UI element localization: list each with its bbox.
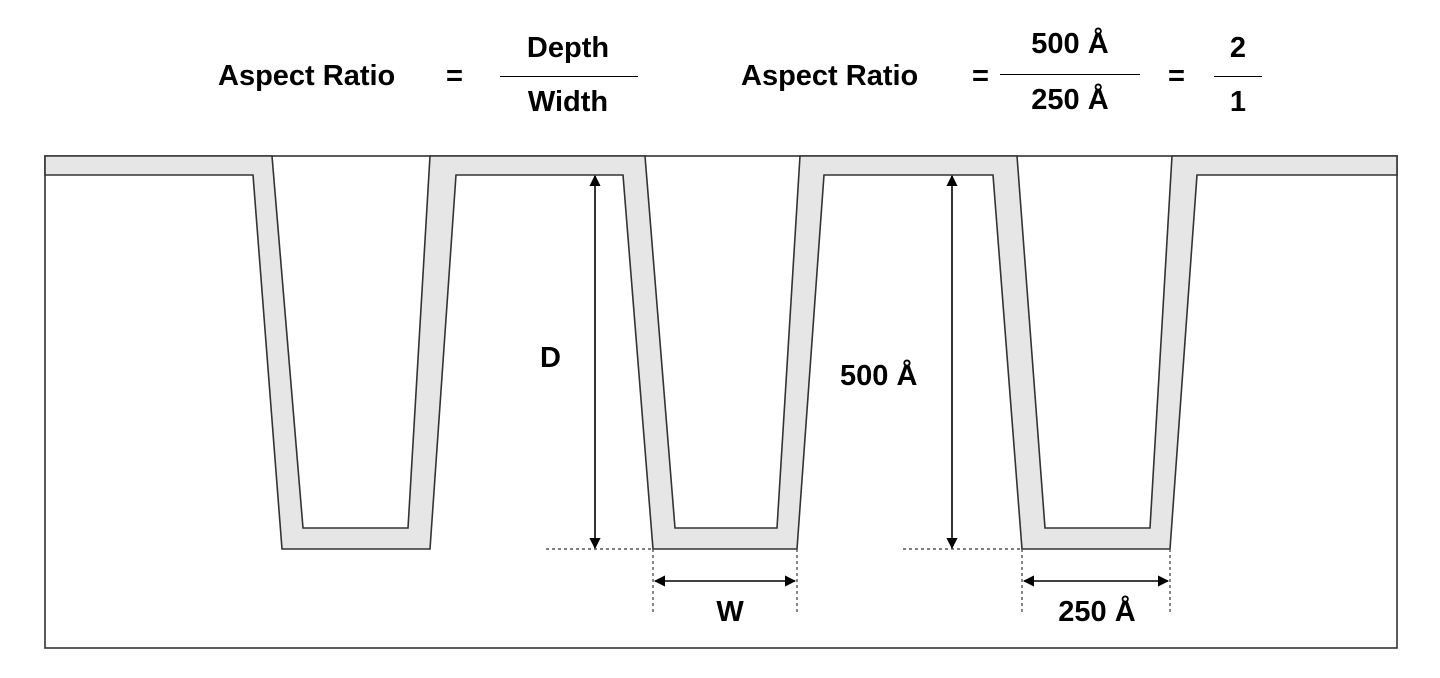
formula-right-label: Aspect Ratio	[741, 60, 919, 92]
width-value-label: 250 Å	[1058, 596, 1136, 628]
depth-value-label: 500 Å	[840, 360, 918, 392]
depth-symbol-label: D	[540, 342, 561, 374]
formula-right-result-bar	[1214, 76, 1262, 77]
formula-left-equals: =	[446, 60, 463, 92]
formula-right-numerator: 500 Å	[1031, 28, 1109, 60]
formula-right-equals-2: =	[1168, 60, 1185, 92]
formula-right-result-denominator: 1	[1229, 86, 1247, 118]
formula-right-fraction-bar	[1000, 74, 1140, 75]
substrate-outline	[44, 155, 1398, 649]
formula-right-equals-1: =	[972, 60, 989, 92]
width-symbol-label: W	[716, 596, 744, 628]
formula-left-label: Aspect Ratio	[218, 60, 396, 92]
formula-right-result-numerator: 2	[1229, 32, 1247, 64]
formula-left-denominator: Width	[527, 86, 609, 118]
formula-left-numerator: Depth	[526, 32, 610, 64]
conformal-film-layer	[44, 155, 1398, 550]
formula-right-denominator: 250 Å	[1031, 84, 1109, 116]
formula-left-fraction-bar	[500, 76, 638, 77]
